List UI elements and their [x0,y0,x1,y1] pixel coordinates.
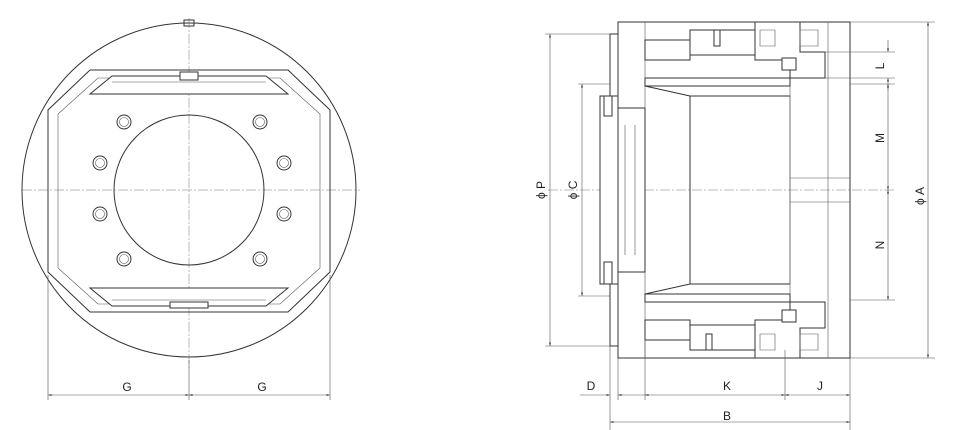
d-label: D [587,379,596,393]
bolt-hole [252,114,268,130]
bolt-hole [92,206,108,222]
phi-a-label: ϕ A [913,187,927,205]
inner-flat-shape [47,69,331,313]
g-left-label: G [122,380,131,394]
outer-circle [21,22,357,358]
bottom-jaw-section [644,293,826,359]
n-label: N [873,241,887,250]
j-label: J [817,379,823,393]
phi-p-label: ϕ P [534,181,548,199]
phi-c-dimension: ϕ C [566,83,610,297]
top-jaw-slot [88,71,290,95]
bolt-hole [92,155,108,171]
b-label: B [723,409,731,423]
phi-p-dimension: ϕ P [534,33,610,347]
bottom-dimensions: D K J B [580,340,851,430]
bolt-hole [252,251,268,267]
inner-flat-shape-offset [57,77,321,305]
bottom-jaw-slot [88,287,290,309]
phi-c-label: ϕ C [566,180,580,199]
bolt-hole [276,206,292,222]
g-dimension: G G [47,275,331,400]
phi-a-dimension: ϕ A [850,21,935,359]
bolt-hole [116,114,132,130]
l-dimension: L [825,40,895,90]
bolt-holes [92,114,292,267]
top-key [183,19,195,27]
top-jaw-section [644,21,826,87]
center-bore [113,114,265,266]
k-label: K [723,379,731,393]
g-right-label: G [257,380,266,394]
inner-bore [644,85,850,295]
front-view: G G [21,18,360,400]
l-label: L [873,62,887,69]
side-section-view: ϕ P ϕ C ϕ A L M [534,21,935,430]
n-dimension: N [850,190,895,301]
bolt-hole [276,155,292,171]
bolt-hole [116,251,132,267]
m-dimension: M [850,83,895,190]
adapter-plate [599,95,646,285]
m-label: M [873,133,887,143]
